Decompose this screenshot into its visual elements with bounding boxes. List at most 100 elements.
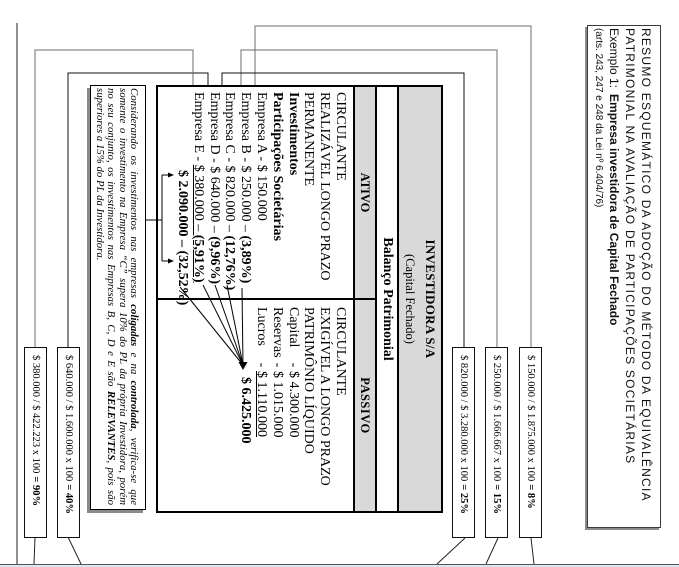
equity-label: Capital (285, 307, 301, 348)
ratio-formula: $ 250.000 / $ 1.666.667 x 100 (491, 355, 502, 482)
note-text: no seu conjunto, os investimentos nas Em… (105, 88, 117, 391)
equity-sep: - (269, 362, 285, 368)
ratio-result: = 15% (491, 484, 502, 514)
note-text: somente o investimento na Empresa “C” su… (116, 88, 128, 505)
liability-account: PATRIMÔNIO LÍQUIDO (301, 307, 317, 454)
ratio-result: = 25% (458, 484, 469, 514)
title-line-2: PATRIMONIAL NA AVALIAÇÃO DE PARTICIPAÇÕE… (623, 28, 637, 465)
holding-share: (9,96%) (206, 236, 222, 285)
balance-sheet: INVESTIDORA S/A (Capital Fechado) Balanç… (156, 85, 443, 513)
holding-share: (3,89%) (238, 235, 254, 284)
leader-line-e (33, 536, 36, 565)
note-text: e na (128, 346, 139, 381)
company-header: INVESTIDORA S/A (Capital Fechado) (397, 87, 441, 511)
example-label: Exemplo 1: (607, 28, 621, 89)
ratio-box-empresa-d: $ 640.000 / $ 1.600.000 x 100= 40% (57, 347, 80, 538)
equity-label: Reservas (269, 307, 285, 358)
note-emphasis: RELEVANTES (105, 390, 117, 461)
holding-value: $ 640.000 (206, 166, 222, 223)
ratio-box-empresa-e: $ 380.000 / $ 422.223 x 100 = 90% (24, 347, 47, 538)
company-type: (Capital Fechado) (403, 254, 417, 344)
leader-line-d (67, 536, 82, 565)
leader-line-b (485, 537, 499, 565)
holding-sep: - (254, 156, 270, 162)
holding-amount-underlined: $ 380.000 – (5,91%) (191, 165, 206, 283)
holding-name: Empresa B (238, 92, 254, 154)
title-box: RESUMO ESQUEMÁTICO DA ADOÇÃO DO MÉTODO D… (587, 25, 661, 528)
holding-sep: - (190, 156, 206, 162)
equity-row: Lucros - $ 1.110.000 (253, 307, 269, 511)
holding-name: Empresa C (222, 92, 238, 154)
holding-row: Empresa C - $ 820.000 – (12,76%) (222, 92, 238, 298)
liabilities-column: CIRCULANTE EXIGÍVEL A LONGO PRAZO PATRIM… (158, 300, 353, 511)
viewer-bottom-strip (0, 565, 679, 567)
ratio-formula: $ 150.000 / $ 1.875.000 x 100 (525, 355, 536, 482)
note-text: , pois são (105, 460, 117, 505)
holdings-total-dash: – (175, 240, 191, 247)
viewer-bottom-border (0, 564, 679, 565)
holdings-total-share: (32,52%) (175, 250, 191, 306)
assets-column: CIRCULANTE REALIZÁVEL LONGO PRAZO PERMAN… (158, 87, 353, 305)
note-text: Considerando os investimentos nas empres… (128, 88, 139, 305)
holdings-total: $ 2.090.000 – (32,52%) (174, 92, 191, 305)
equity-sep: - (254, 362, 270, 368)
holding-sep: - (206, 158, 222, 163)
company-name: INVESTIDORA S/A (423, 239, 438, 359)
ratio-box-empresa-a: $ 150.000 / $ 1.875.000 x 100 = 8% (519, 347, 542, 538)
holding-name: Empresa E (190, 92, 206, 154)
equity-value: $ 1.015.000 (269, 371, 285, 438)
leader-line-a (530, 537, 535, 565)
title-line-1: RESUMO ESQUEMÁTICO DA ADOÇÃO DO MÉTODO D… (639, 28, 653, 502)
note-text: superiores a 15% do PL da Investidora. (94, 88, 106, 261)
note-line: superiores a 15% do PL da Investidora. (94, 88, 105, 505)
equity-label: Lucros (254, 307, 270, 346)
holdings-total-value: $ 2.090.000 (175, 170, 191, 237)
holding-share: (12,76%) (222, 235, 238, 291)
note-line: Considerando os investimentos nas empres… (128, 88, 139, 505)
ratio-box-empresa-c: $ 820.000 / $ 3.280.000 x 100 = 25% (452, 347, 475, 538)
holding-dash: – (190, 224, 206, 232)
asset-account: CIRCULANTE (333, 92, 348, 181)
leader-line-c (436, 537, 466, 565)
relevance-note: Considerando os investimentos nas empres… (90, 85, 146, 510)
equity-row: Reservas - $ 1.015.000 (269, 307, 285, 511)
equity-value: $ 1.110.000 (254, 371, 270, 437)
equity-holdings-label: Participações Societárias (269, 92, 285, 241)
holding-dash: – (222, 225, 238, 232)
example-line: Exemplo 1:Empresa investidora de Capital… (606, 28, 622, 527)
equity-value: $ 4.300.000 (285, 371, 301, 438)
holding-name: Empresa A (254, 92, 270, 154)
liability-account: CIRCULANTE (333, 307, 348, 396)
note-emphasis: controlada (128, 380, 139, 429)
liabilities-header: PASSIVO (358, 377, 372, 434)
note-text: , verifica-se que (128, 428, 139, 505)
ratio-result: = 90% (30, 476, 41, 507)
holding-row: Empresa A - $ 150.000 (253, 92, 269, 298)
note-line: somente o investimento na Empresa “C” su… (116, 88, 128, 505)
equity-sep: - (285, 362, 301, 368)
ratio-formula: $ 820.000 / $ 3.280.000 x 100 (458, 355, 469, 482)
holding-sep: - (238, 157, 254, 162)
balance-sheet-title: Balanço Patrimonial (375, 87, 397, 511)
asset-account: PERMANENTE (301, 92, 317, 187)
asset-account: REALIZÁVEL LONGO PRAZO (317, 92, 333, 281)
ratio-result: = 8% (525, 484, 536, 509)
holding-name: Empresa D (206, 92, 222, 155)
ratio-box-empresa-b: $ 250.000 / $ 1.666.667 x 100 = 15% (485, 347, 508, 538)
holding-dash: – (238, 225, 254, 232)
liability-account: EXIGÍVEL A LONGO PRAZO (317, 307, 333, 486)
holding-share: (5,91%) (190, 234, 206, 283)
equity-total: $ 6.425.000 (238, 377, 254, 444)
ratio-formula: $ 380.000 / $ 422.223 x 100 (30, 355, 41, 474)
legal-reference: (arts. 243, 247 e 248 da Lei nº 6.404/76… (593, 28, 604, 208)
holding-row: Empresa B - $ 250.000 – (3,89%) (237, 92, 253, 298)
holding-value: $ 150.000 (254, 164, 270, 221)
note-line: no seu conjunto, os investimentos nas Em… (105, 88, 116, 505)
note-emphasis: coligadas (128, 304, 139, 347)
equity-row: Capital - $ 4.300.000 (285, 307, 301, 511)
holding-value: $ 250.000 (238, 165, 254, 222)
holding-value: $ 380.000 (190, 164, 206, 221)
investments-label: Investimentos (285, 92, 301, 176)
holding-value: $ 820.000 (222, 165, 238, 222)
